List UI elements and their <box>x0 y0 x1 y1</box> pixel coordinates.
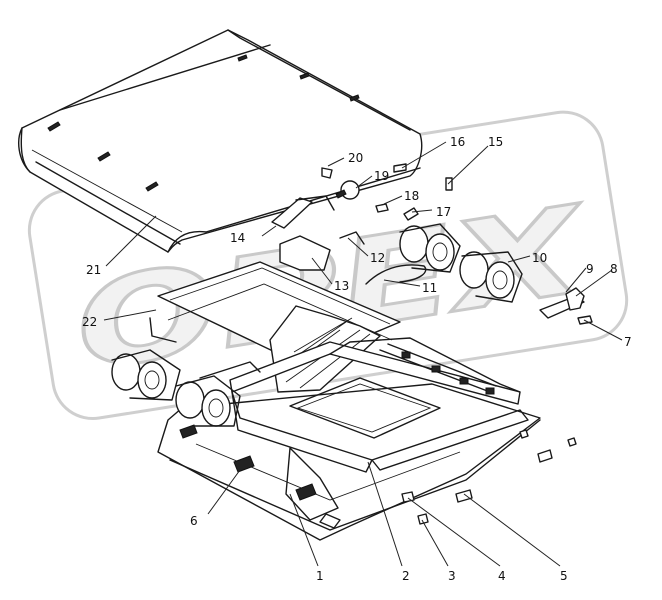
part-label-6: 6 <box>190 514 198 528</box>
main-frame-rails <box>229 337 529 473</box>
part-label-10: 10 <box>532 251 547 265</box>
part-label-5: 5 <box>560 569 568 583</box>
part-label-19: 19 <box>374 169 389 183</box>
part-label-2: 2 <box>402 569 410 583</box>
part-label-13: 13 <box>334 279 349 293</box>
part-label-7: 7 <box>624 335 632 349</box>
part-number-labels: 1 2 3 4 5 6 7 8 9 10 11 12 13 14 15 16 1… <box>82 135 632 583</box>
part-label-3: 3 <box>448 569 456 583</box>
part-label-12: 12 <box>370 251 385 265</box>
leader-lines <box>103 141 623 567</box>
part-label-17: 17 <box>436 205 451 219</box>
part-label-22: 22 <box>82 315 97 329</box>
part-label-8: 8 <box>610 262 618 276</box>
part-label-1: 1 <box>316 569 324 583</box>
part-label-14: 14 <box>230 231 245 245</box>
part-label-18: 18 <box>404 189 419 203</box>
small-components <box>271 163 593 525</box>
part-label-11: 11 <box>422 281 437 295</box>
part-label-4: 4 <box>498 569 506 583</box>
blower-assembly-left <box>111 349 261 427</box>
part-label-21: 21 <box>86 263 101 277</box>
part-label-20: 20 <box>348 151 363 165</box>
part-label-15: 15 <box>488 135 503 149</box>
part-label-9: 9 <box>586 262 594 276</box>
blower-assembly-right <box>399 223 523 303</box>
part-label-16: 16 <box>450 135 465 149</box>
